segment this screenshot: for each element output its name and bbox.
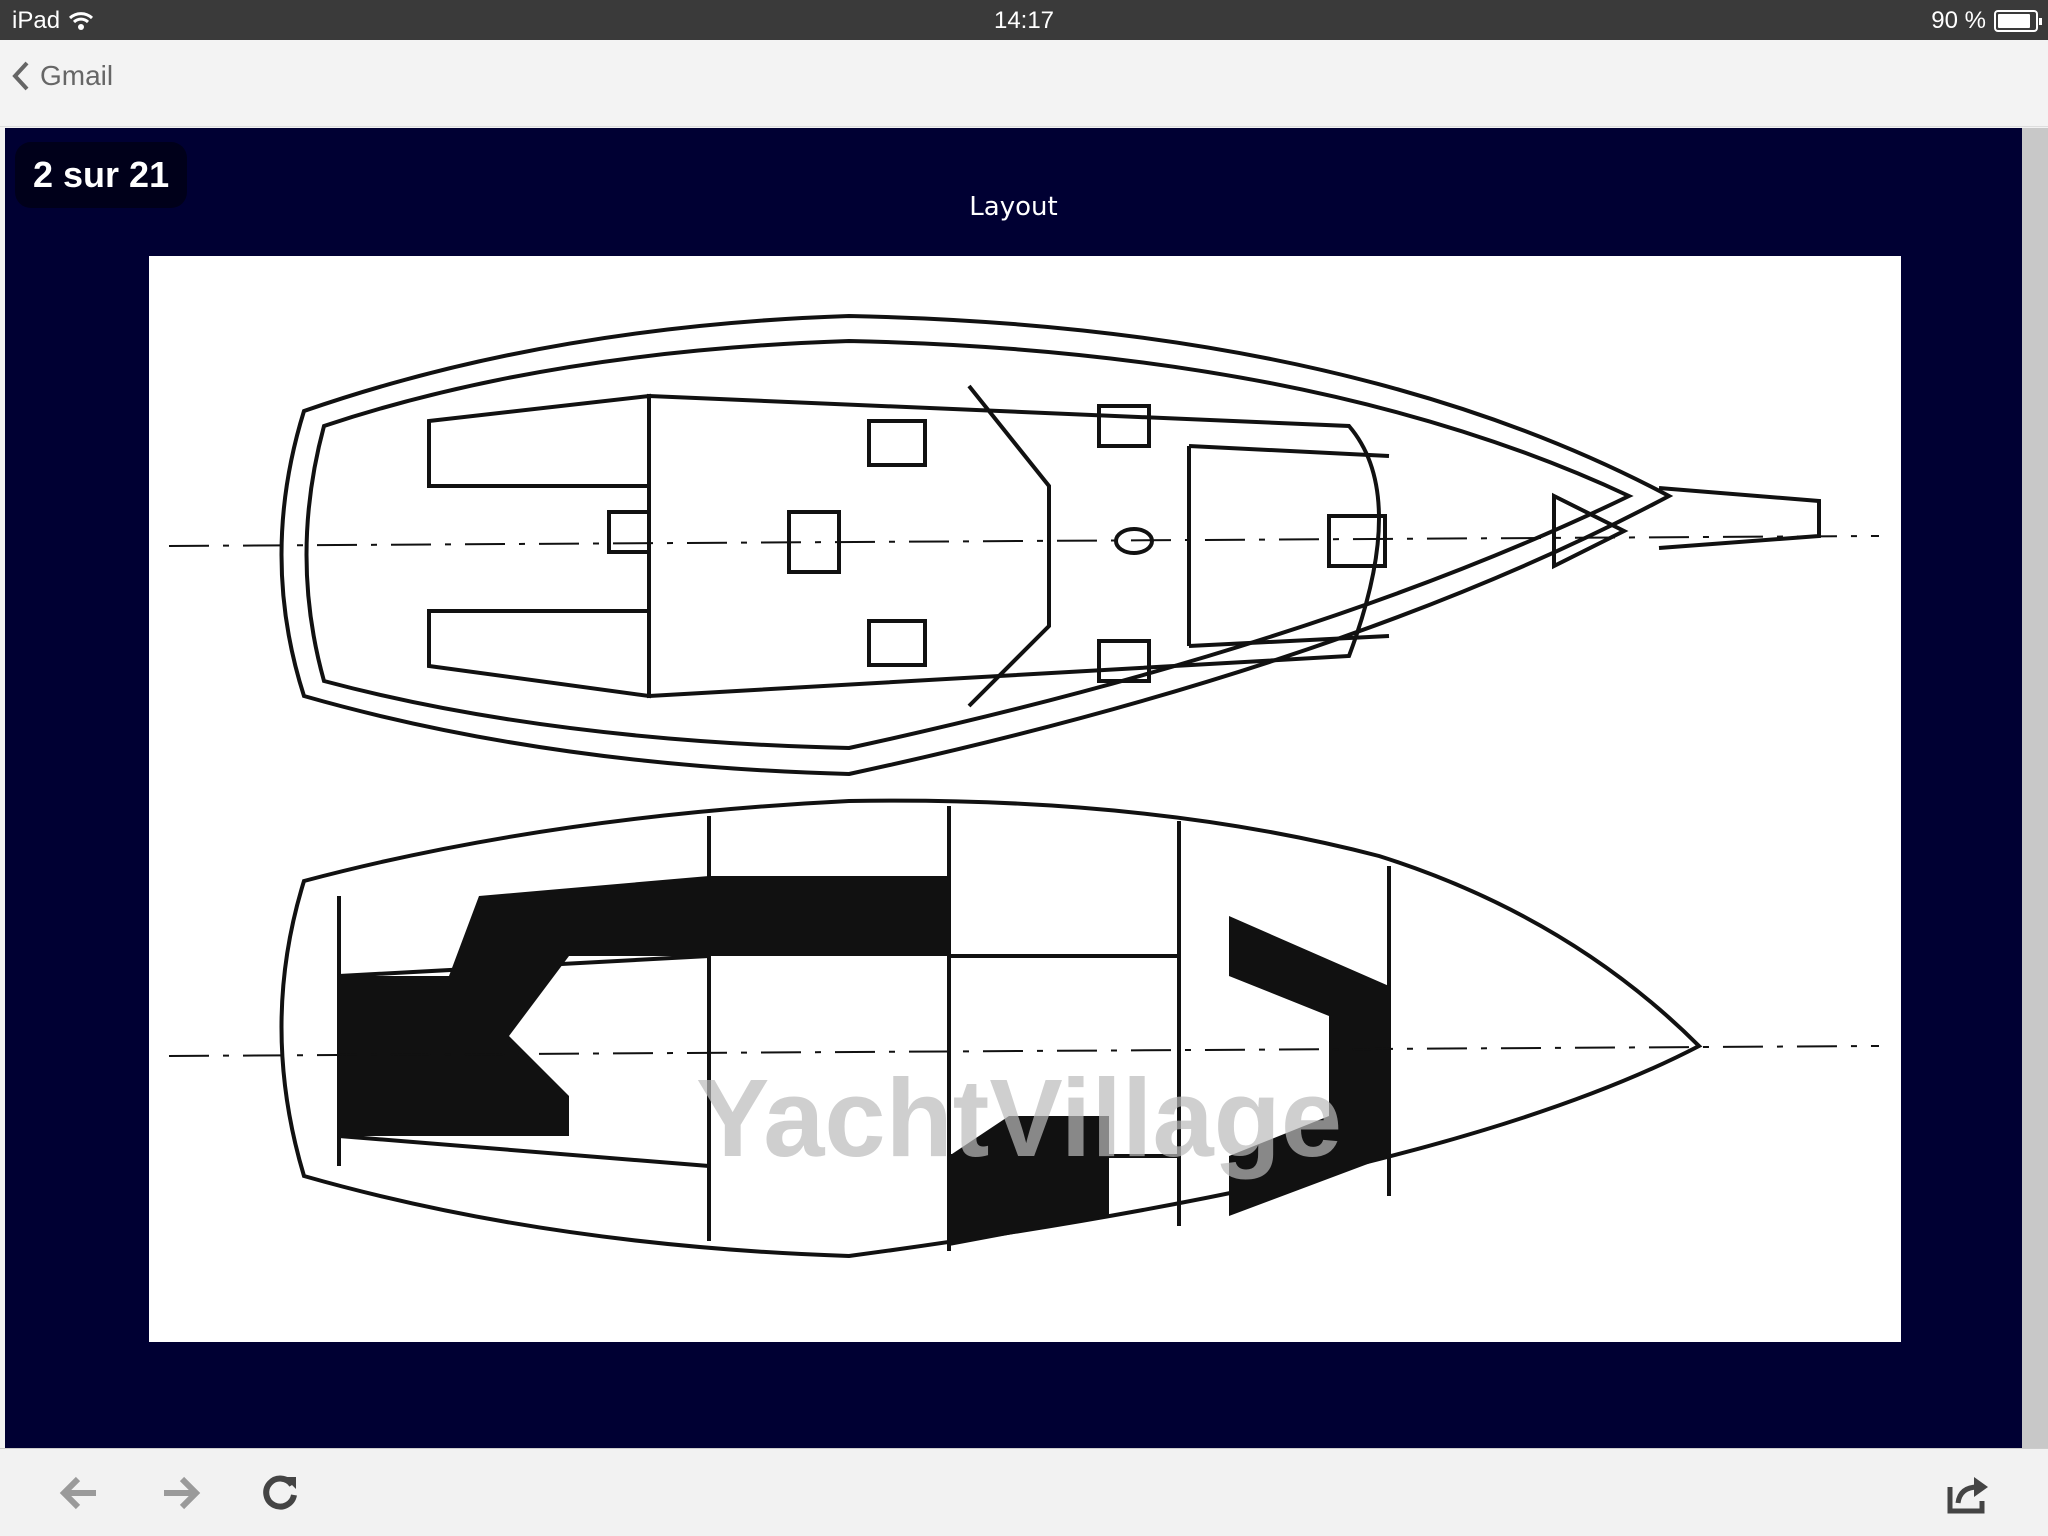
wifi-icon [69,12,94,30]
image-viewer[interactable]: 2 sur 21 Layout YachtVillage [5,128,2022,1448]
battery-icon [1994,10,2042,32]
watermark-text: YachtVillage [696,1057,1342,1180]
clock: 14:17 [993,7,1055,34]
share-icon[interactable] [1946,1471,1990,1515]
forward-arrow-icon[interactable] [158,1471,202,1515]
scrollbar[interactable] [2022,128,2048,1448]
image-caption: Layout [969,192,1058,222]
chevron-left-icon [12,61,29,91]
boat-plan-drawing: YachtVillage [168,313,1880,1259]
image-counter: 2 sur 21 [15,142,188,208]
back-arrow-icon[interactable] [58,1471,102,1515]
reload-icon[interactable] [258,1471,302,1515]
back-label: Gmail [40,60,114,91]
device-name: iPad [12,7,61,34]
status-bar: iPad 14:17 90 % [0,0,2048,40]
bottom-toolbar [0,1448,2048,1536]
back-to-gmail-button[interactable]: Gmail [12,60,113,92]
navigation-bar: Gmail [0,40,2048,127]
boat-layout-image: YachtVillage [149,256,1901,1342]
battery-percent: 90 % [1931,7,1986,34]
